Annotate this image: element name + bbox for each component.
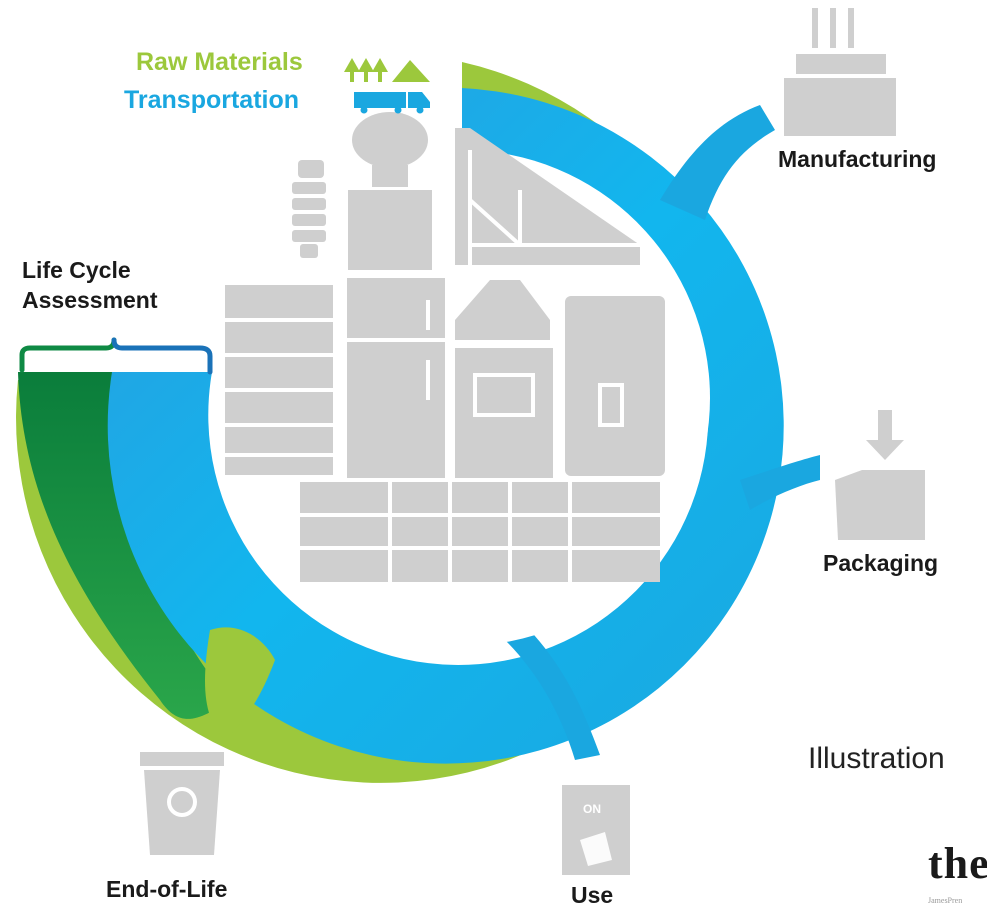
transportation-ring — [107, 88, 784, 764]
end-of-life-branch — [205, 627, 275, 740]
raw-materials-label: Raw Materials — [136, 48, 303, 76]
factory-icon — [784, 8, 896, 136]
trees-icon — [344, 58, 430, 82]
package-icon — [835, 410, 925, 540]
packaging-label: Packaging — [823, 550, 939, 576]
publisher-logo-text: the — [928, 839, 987, 888]
refrigerator-icon — [347, 278, 445, 478]
illustration-caption: Illustration — [808, 742, 945, 775]
lca-label-line2: Assessment — [22, 287, 158, 313]
manufacturing-label: Manufacturing — [778, 146, 937, 172]
transportation-label: Transportation — [124, 86, 300, 114]
lca-label: Life Cycle Assessment — [22, 255, 158, 315]
recycle-bin-icon — [140, 752, 224, 855]
light-switch-icon — [562, 785, 630, 875]
manufacturing-branch — [660, 105, 775, 220]
credit-text: JamesPren — [928, 896, 963, 905]
end-of-life-label: End-of-Life — [106, 876, 228, 902]
use-branch — [505, 620, 600, 760]
window-icon — [300, 482, 660, 582]
packaging-branch — [740, 455, 820, 510]
lca-green-band — [18, 372, 230, 719]
vent-icon — [348, 112, 432, 270]
lightbulb-icon — [292, 160, 326, 258]
brick-wall-icon — [225, 285, 333, 475]
truck-icon — [354, 92, 430, 114]
range-hood-icon — [455, 280, 550, 340]
lca-label-line1: Life Cycle — [22, 257, 131, 283]
use-label: Use — [571, 882, 614, 908]
lca-bracket — [19, 337, 213, 375]
switch-on-text: ON — [583, 802, 601, 816]
